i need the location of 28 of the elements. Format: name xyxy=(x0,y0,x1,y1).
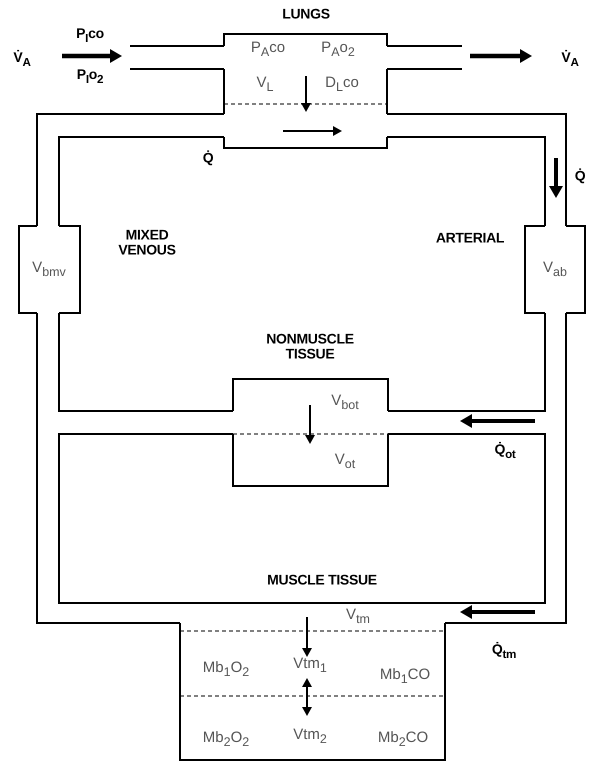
variable-label: P$_{I}$o$_{2}$ xyxy=(76,67,104,87)
variable-label: Vtm$_{1}$ xyxy=(293,656,327,676)
variable-label: D$_{L}$co xyxy=(325,75,359,95)
variable-label: P$_{A}$co xyxy=(250,40,286,60)
variable-label: Vtm$_{2}$ xyxy=(293,727,327,747)
variable-label: Mb$_{1}$O$_{2}$ xyxy=(202,660,250,680)
variable-label: P$_{A}$o$_{2}$ xyxy=(321,40,355,60)
variable-label: Q̇$_{ot}$ xyxy=(494,442,516,462)
variable-label: V̇$_{A}$ xyxy=(13,50,31,70)
variable-label: V$_{ot}$ xyxy=(334,452,356,472)
variable-label: V$_{bmv}$ xyxy=(32,260,66,280)
variable-label: Q̇$_{tm}$ xyxy=(492,642,516,662)
compartment-title: LUNGS xyxy=(282,6,330,22)
compartment-title: MUSCLE TISSUE xyxy=(267,572,377,588)
compartment-title: NONMUSCLE TISSUE xyxy=(265,332,355,362)
variable-label: P$_{I}$co xyxy=(76,26,104,46)
variable-label: Mb$_{2}$O$_{2}$ xyxy=(202,730,250,750)
variable-label: V$_{bot}$ xyxy=(331,393,359,413)
variable-label: Mb$_{2}$CO xyxy=(378,730,428,750)
variable-label: V̇$_{A}$ xyxy=(561,50,579,70)
region-label: MIXED VENOUS xyxy=(117,228,177,258)
variable-label: Q̇ xyxy=(574,168,586,184)
variable-label: V$_{ab}$ xyxy=(543,260,567,280)
variable-label: Mb$_{1}$CO xyxy=(380,667,430,687)
variable-label: V$_{tm}$ xyxy=(346,607,370,627)
variable-label: Q̇ xyxy=(202,150,214,166)
variable-label: ARTERIAL xyxy=(436,230,504,246)
variable-label: V$_{L}$ xyxy=(256,75,274,95)
